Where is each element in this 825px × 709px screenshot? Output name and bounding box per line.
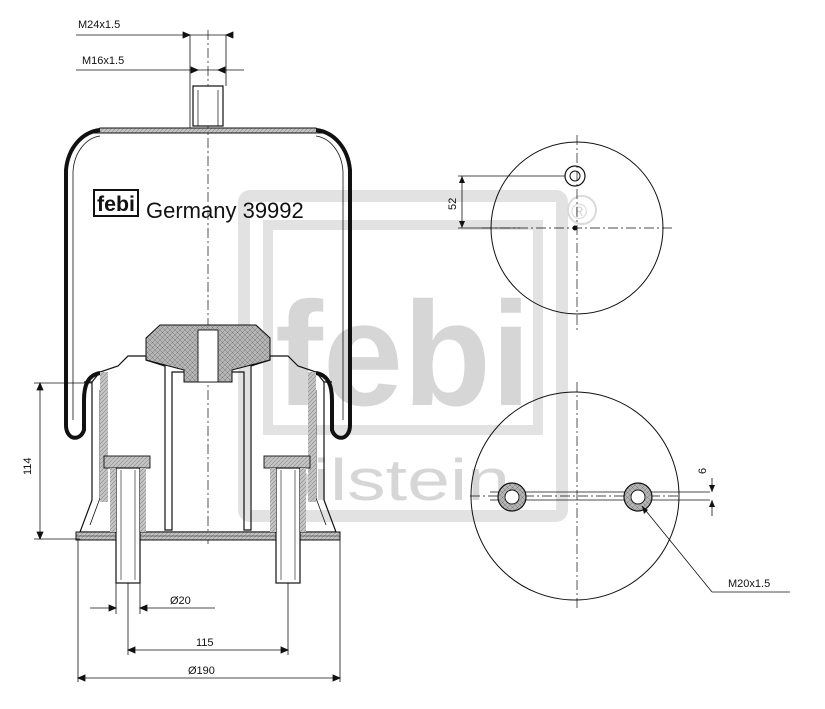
label-bolt-spacing: 115 — [196, 637, 214, 649]
registered-mark: ® — [571, 199, 587, 224]
top-stud-hole-outer — [564, 165, 586, 187]
top-stud-hole-inner — [569, 170, 581, 182]
top-view — [458, 135, 672, 330]
label-base-diameter: Ø190 — [188, 665, 215, 677]
label-bottom-offset: 6 — [697, 468, 709, 474]
label-height: 114 — [22, 457, 34, 475]
dim-d190 — [76, 540, 342, 682]
logo-text: febi — [97, 193, 135, 216]
side-view — [34, 30, 352, 682]
label-top-offset: 52 — [447, 198, 459, 210]
dim-114 — [34, 381, 92, 541]
febi-logo: febi — [93, 189, 139, 217]
label-top-outer-thread: M24x1.5 — [78, 19, 120, 31]
dim-m24 — [76, 31, 234, 128]
watermark-logo-text: febi — [275, 272, 531, 437]
left-bolt — [103, 455, 151, 584]
bottom-view — [470, 382, 790, 608]
part-label: Germany 39992 — [146, 198, 304, 223]
label-bolt-diameter: Ø20 — [170, 595, 191, 607]
top-stud — [192, 85, 224, 127]
dim-m16 — [76, 66, 244, 74]
dim-d20 — [90, 583, 215, 614]
label-top-inner-thread: M16x1.5 — [82, 55, 124, 67]
dim-115 — [126, 583, 290, 655]
right-bolt — [263, 455, 311, 584]
top-plate — [92, 127, 324, 134]
label-bottom-thread: M20x1.5 — [728, 578, 770, 590]
febi-bilstein-watermark: febi bilstein ® — [238, 190, 597, 522]
